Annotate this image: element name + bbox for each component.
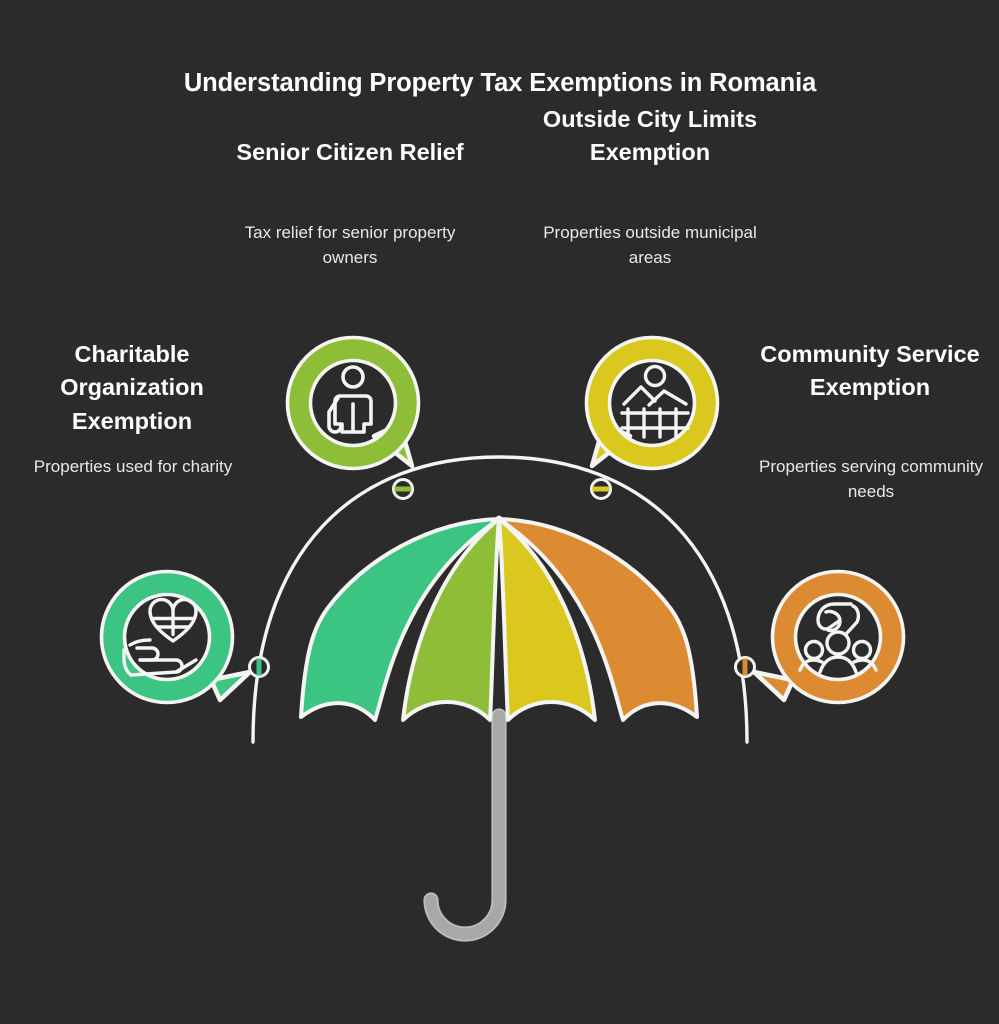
bubble-ring-charity: [102, 572, 232, 702]
bubble-ring-outline-outside-outer: [584, 335, 720, 471]
node-description-charity: Properties used for charity: [33, 457, 233, 476]
bubble-ring-outline-outside-inner: [607, 358, 697, 448]
icon-bubble-senior[interactable]: [285, 335, 421, 471]
umbrella-panel-orange: [497, 517, 699, 722]
node-description-senior: Tax relief for senior property owners: [244, 223, 456, 268]
bubble-tail-community: [751, 669, 796, 703]
umbrella-panel-yellow: [497, 517, 597, 722]
umbrella-handle: [423, 708, 507, 942]
bubble-ring-outline-charity-outer: [99, 569, 235, 705]
node-heading-community: Community Service Exemption: [760, 341, 980, 401]
node-description-outside: Properties outside municipal areas: [543, 223, 757, 268]
bubble-ring-outline-charity-inner: [122, 592, 212, 682]
bubble-ring-senior: [288, 338, 418, 468]
connector-dots: [248, 478, 756, 678]
connector-arc-group: [251, 455, 749, 744]
page-title: Understanding Property Tax Exemptions in…: [183, 69, 817, 97]
bubble-ring-community: [773, 572, 903, 702]
bubble-ring-outline-senior-outer: [285, 335, 421, 471]
node-heading-charity: Charitable Organization Exemption: [60, 341, 204, 434]
umbrella: [299, 515, 699, 942]
bubble-ring-outline-community-outer: [770, 569, 906, 705]
bubble-ring-outline-community-inner: [793, 592, 883, 682]
node-heading-outside: Outside City Limits Exemption: [542, 106, 758, 166]
icon-bubble-community[interactable]: [751, 569, 906, 705]
umbrella-panel-yellow-green: [401, 517, 501, 722]
bubble-tail-charity: [208, 669, 253, 703]
group-of-people-helping-hands-icon: [798, 602, 878, 674]
elderly-person-with-cane-icon: [327, 365, 373, 434]
umbrella-handle-core: [425, 710, 505, 940]
icon-bubble-outside[interactable]: [584, 335, 720, 471]
connector-arc: [251, 455, 749, 744]
umbrella-tip: [495, 515, 503, 523]
umbrella-handle-highlight: [423, 708, 507, 942]
umbrella-panel-teal-green: [299, 517, 501, 722]
node-description-community: Properties serving community needs: [759, 457, 983, 502]
node-heading-senior: Senior Citizen Relief: [236, 139, 464, 165]
rural-landscape-fence-icon: [620, 364, 690, 439]
hand-holding-heart-icon: [122, 597, 198, 677]
bubble-ring-outside: [587, 338, 717, 468]
bubble-ring-outline-senior-inner: [308, 358, 398, 448]
icon-bubble-charity[interactable]: [99, 569, 253, 705]
